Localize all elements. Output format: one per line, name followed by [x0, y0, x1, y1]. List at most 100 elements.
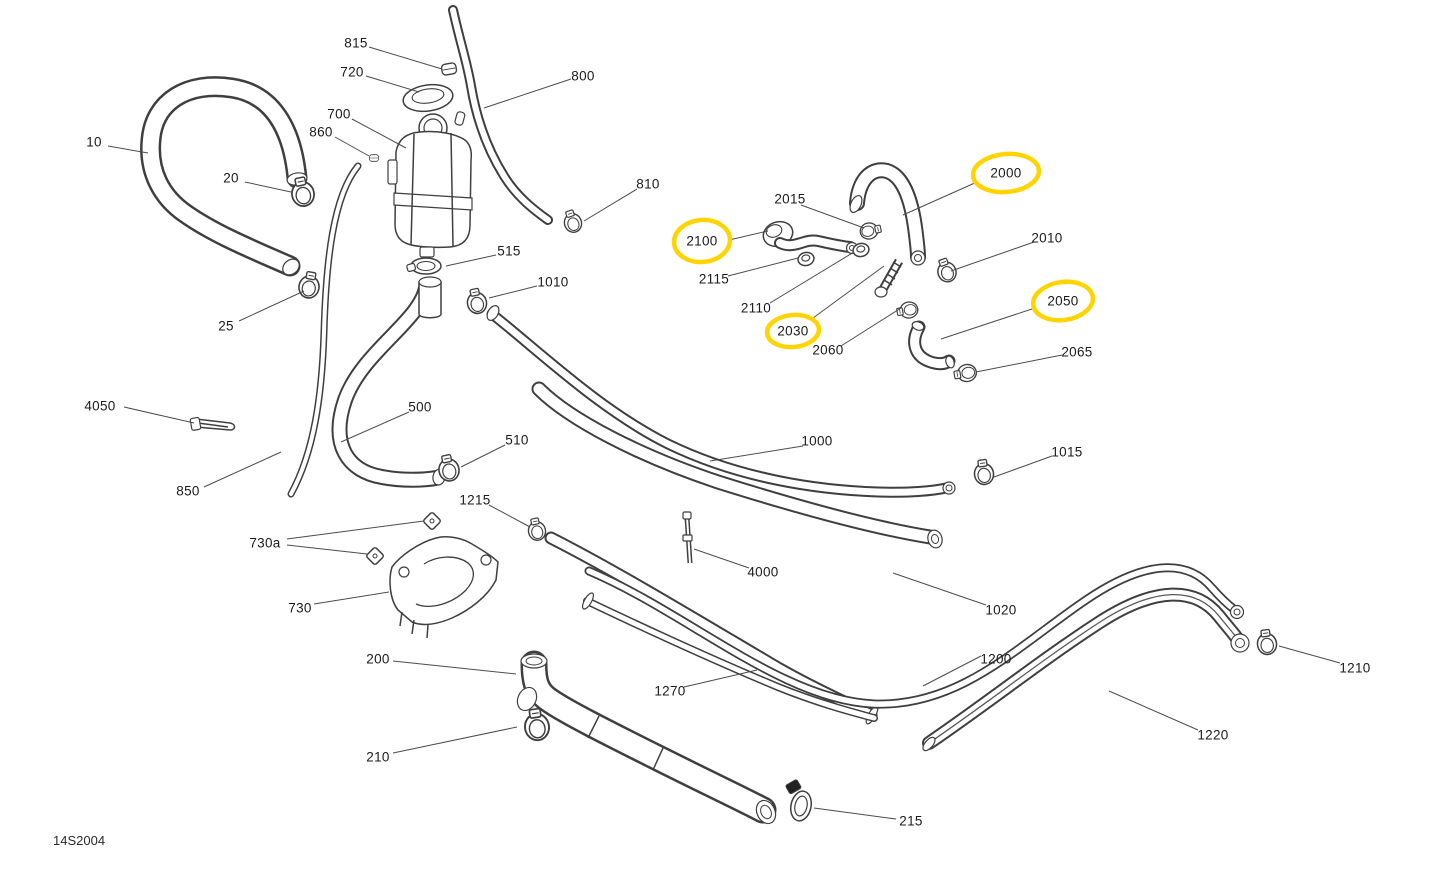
leader-line-700 — [351, 118, 407, 149]
callout-label-720: 720 — [340, 65, 363, 80]
callout-200[interactable]: 200 — [366, 652, 517, 675]
leader-line-730a — [286, 544, 368, 555]
clamp-1015-part — [971, 457, 996, 487]
callout-4000[interactable]: 4000 — [693, 548, 779, 580]
callout-label-20: 20 — [223, 171, 239, 186]
leader-line-20 — [244, 181, 292, 193]
clamp-1215-part — [525, 516, 548, 543]
leader-line-1015 — [993, 455, 1053, 478]
clamp-2115-part — [796, 250, 816, 268]
callout-860[interactable]: 860 — [309, 125, 370, 157]
callout-1210[interactable]: 1210 — [1278, 645, 1371, 676]
callout-label-2030: 2030 — [777, 324, 808, 339]
leader-line-215 — [813, 807, 897, 820]
callout-label-850: 850 — [176, 484, 199, 499]
leader-line-2000 — [902, 181, 978, 216]
highlight-ellipse-2000 — [970, 151, 1042, 195]
hose-800-part — [448, 5, 553, 225]
callout-720[interactable]: 720 — [340, 65, 420, 93]
leader-line-2110 — [769, 251, 855, 304]
callout-2010[interactable]: 2010 — [950, 231, 1063, 272]
callout-label-800: 800 — [571, 69, 594, 84]
callout-1215[interactable]: 1215 — [459, 493, 531, 528]
clamp-2065-part — [952, 362, 979, 385]
callout-810[interactable]: 810 — [583, 177, 660, 222]
callout-label-810: 810 — [636, 177, 659, 192]
callout-500[interactable]: 500 — [340, 400, 432, 443]
bracket-730-part — [389, 536, 499, 639]
callout-730[interactable]: 730 — [288, 591, 390, 616]
callout-10[interactable]: 10 — [86, 135, 149, 154]
callout-label-215: 215 — [899, 814, 922, 829]
callout-1000[interactable]: 1000 — [709, 434, 833, 462]
callout-label-200: 200 — [366, 652, 389, 667]
callout-1270[interactable]: 1270 — [654, 669, 758, 699]
callout-label-815: 815 — [344, 36, 367, 51]
leader-line-2065 — [975, 354, 1063, 373]
callout-label-2015: 2015 — [774, 192, 805, 207]
leader-line-1215 — [488, 504, 531, 528]
callout-215[interactable]: 215 — [813, 807, 923, 829]
leader-line-510 — [460, 444, 506, 468]
callout-4050[interactable]: 4050 — [84, 399, 195, 424]
callout-label-700: 700 — [327, 107, 350, 122]
diagram-code: 14S2004 — [53, 833, 105, 848]
callout-2030[interactable]: 2030 — [764, 265, 885, 350]
hose-2050-part — [908, 320, 956, 371]
callout-2110[interactable]: 2110 — [741, 251, 855, 316]
callout-label-10: 10 — [86, 135, 102, 150]
callout-2100[interactable]: 2100 — [671, 217, 769, 265]
leader-line-2010 — [950, 241, 1035, 272]
callout-2065[interactable]: 2065 — [975, 345, 1093, 373]
callout-1020[interactable]: 1020 — [892, 572, 1017, 618]
callout-2000[interactable]: 2000 — [902, 151, 1042, 216]
leader-line-850 — [203, 451, 282, 488]
callout-2060[interactable]: 2060 — [812, 307, 902, 358]
ring-515-part — [410, 257, 442, 275]
hose-2100-part — [762, 220, 859, 255]
leader-line-1010 — [488, 285, 538, 299]
callout-2015[interactable]: 2015 — [774, 192, 865, 229]
callout-label-510: 510 — [505, 433, 528, 448]
callout-label-1220: 1220 — [1197, 728, 1228, 743]
callout-label-730: 730 — [288, 601, 311, 616]
callout-1010[interactable]: 1010 — [488, 275, 569, 299]
leader-line-515 — [445, 254, 497, 267]
clamp-1010-part — [463, 286, 490, 316]
leader-line-4000 — [693, 548, 750, 569]
callout-label-210: 210 — [366, 750, 389, 765]
callout-1220[interactable]: 1220 — [1108, 690, 1229, 743]
leader-line-800 — [483, 78, 572, 109]
clamp-2010-part — [933, 255, 960, 286]
callout-label-2065: 2065 — [1061, 345, 1092, 360]
callout-25[interactable]: 25 — [218, 290, 305, 334]
callout-815[interactable]: 815 — [344, 36, 443, 70]
callout-label-2100: 2100 — [686, 234, 717, 249]
callout-850[interactable]: 850 — [176, 451, 282, 499]
leader-line-1220 — [1108, 690, 1199, 731]
callout-label-2110: 2110 — [741, 301, 771, 316]
leader-line-815 — [368, 46, 443, 70]
callout-label-2050: 2050 — [1047, 294, 1078, 309]
callout-1200[interactable]: 1200 — [922, 652, 1012, 687]
callout-510[interactable]: 510 — [460, 433, 529, 468]
callout-730a[interactable]: 730a — [249, 520, 425, 555]
callout-label-4000: 4000 — [747, 565, 778, 580]
callout-label-2000: 2000 — [990, 166, 1021, 181]
hose-1220-part — [922, 587, 1250, 752]
highlight-ellipse-2030 — [764, 312, 822, 350]
callout-800[interactable]: 800 — [483, 69, 595, 109]
callout-700[interactable]: 700 — [327, 107, 407, 149]
clamp-1210-part — [1254, 627, 1279, 657]
callout-2115[interactable]: 2115 — [699, 257, 799, 287]
callout-2050[interactable]: 2050 — [940, 278, 1096, 340]
callout-label-515: 515 — [497, 244, 520, 259]
highlight-ellipse-2050 — [1030, 279, 1096, 323]
callout-515[interactable]: 515 — [445, 244, 521, 267]
callout-1015[interactable]: 1015 — [993, 445, 1083, 478]
hose-1000-part — [486, 305, 956, 498]
leader-line-1210 — [1278, 645, 1341, 664]
callout-20[interactable]: 20 — [223, 171, 292, 193]
callout-210[interactable]: 210 — [366, 726, 518, 765]
